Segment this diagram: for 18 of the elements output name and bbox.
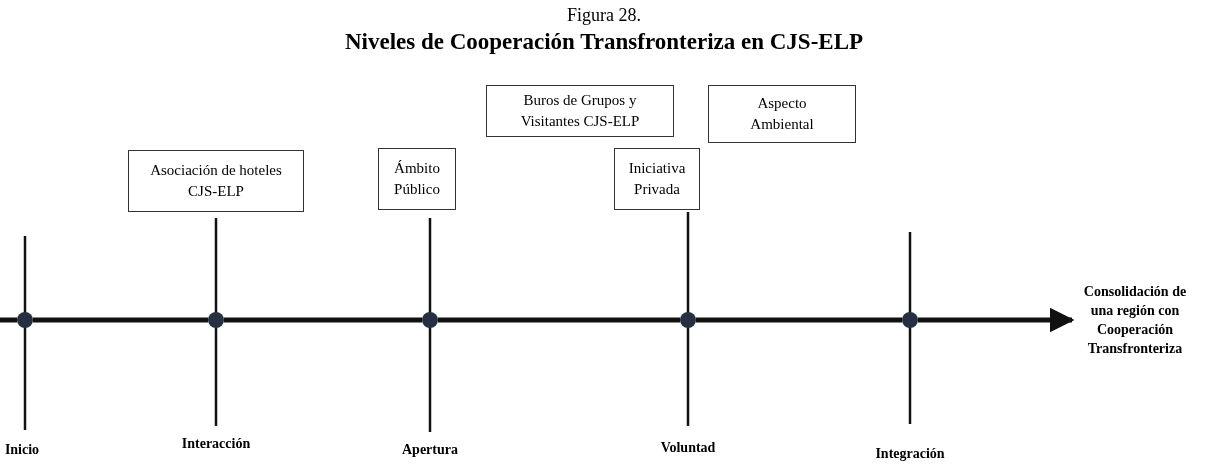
timeline-segment (696, 317, 902, 323)
title: Niveles de Cooperación Transfronteriza en CJS-ELP (344, 28, 864, 56)
factor-box: Aspecto Ambiental (708, 85, 856, 143)
stage-label: Apertura (401, 441, 459, 459)
outcome-label: Consolidación de una región con Cooperación Transfronteriza (1072, 280, 1198, 360)
factor-box: Buros de Grupos y Visitantes CJS-ELP (486, 85, 674, 137)
stage-label: Integración (874, 445, 946, 463)
stage-label: Inicio (3, 441, 41, 459)
timeline-segment (224, 317, 422, 323)
figure-number: Figura 28. (567, 4, 641, 27)
stage-label: Voluntad (659, 439, 717, 457)
factor-box: Iniciativa Privada (614, 148, 700, 210)
stage-label: Interacción (180, 435, 252, 453)
timeline-segment (438, 317, 680, 323)
factor-box: Asociación de hoteles CJS-ELP (128, 150, 304, 212)
timeline-segment (33, 317, 208, 323)
factor-box: Ámbito Público (378, 148, 456, 210)
timeline-arrow (918, 307, 1075, 333)
